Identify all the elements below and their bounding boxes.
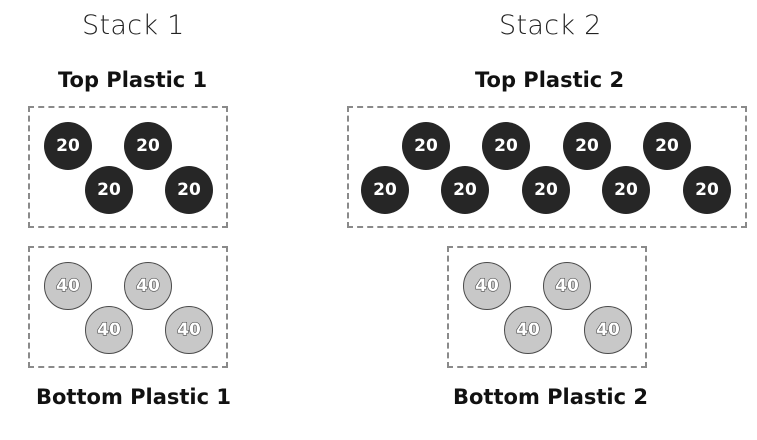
chip-20: 20 bbox=[563, 122, 611, 170]
chip-20: 20 bbox=[441, 166, 489, 214]
stack-2-heading: Stack 2 bbox=[499, 10, 602, 41]
chip-20: 20 bbox=[361, 166, 409, 214]
top-plastic-2-box: 20 20 20 20 20 20 20 20 20 bbox=[347, 106, 747, 228]
chip-40: 40 bbox=[165, 306, 213, 354]
bottom-plastic-1-label: Bottom Plastic 1 bbox=[36, 385, 231, 409]
chip-40: 40 bbox=[124, 262, 172, 310]
chip-20: 20 bbox=[402, 122, 450, 170]
chip-20: 20 bbox=[683, 166, 731, 214]
bottom-plastic-2-label: Bottom Plastic 2 bbox=[453, 385, 648, 409]
bottom-plastic-1-box: 40 40 40 40 bbox=[28, 246, 228, 368]
chip-40: 40 bbox=[584, 306, 632, 354]
chip-20: 20 bbox=[643, 122, 691, 170]
chip-20: 20 bbox=[44, 122, 92, 170]
chip-40: 40 bbox=[543, 262, 591, 310]
top-plastic-2-label: Top Plastic 2 bbox=[475, 68, 625, 92]
chip-40: 40 bbox=[85, 306, 133, 354]
chip-20: 20 bbox=[165, 166, 213, 214]
chip-40: 40 bbox=[44, 262, 92, 310]
chip-20: 20 bbox=[482, 122, 530, 170]
top-plastic-1-box: 20 20 20 20 bbox=[28, 106, 228, 228]
chip-40: 40 bbox=[504, 306, 552, 354]
chip-40: 40 bbox=[463, 262, 511, 310]
chip-20: 20 bbox=[124, 122, 172, 170]
top-plastic-1-label: Top Plastic 1 bbox=[58, 68, 208, 92]
stack-1-heading: Stack 1 bbox=[82, 10, 185, 41]
bottom-plastic-2-box: 40 40 40 40 bbox=[447, 246, 647, 368]
chip-20: 20 bbox=[602, 166, 650, 214]
chip-20: 20 bbox=[522, 166, 570, 214]
chip-20: 20 bbox=[85, 166, 133, 214]
